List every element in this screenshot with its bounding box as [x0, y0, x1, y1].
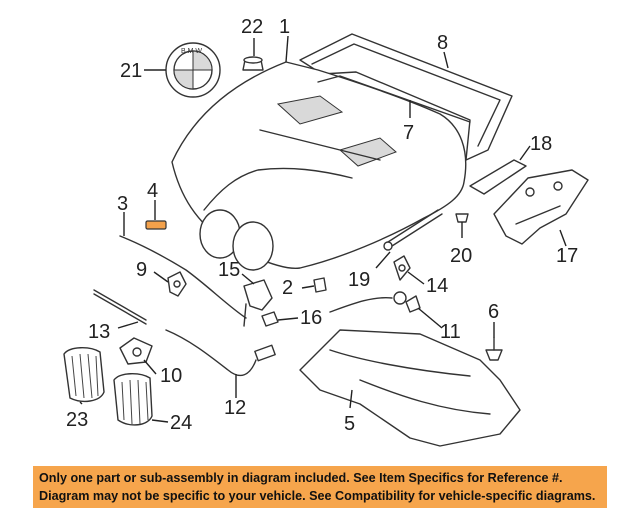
- part-cable-12: [165, 329, 276, 377]
- callout-18: 18: [530, 133, 552, 155]
- callout-11: 11: [440, 321, 461, 343]
- part-bracket-18: [469, 159, 527, 195]
- notice-line-2: Diagram may not be specific to your vehi…: [39, 489, 596, 503]
- part-sensor-11: [329, 291, 421, 313]
- callout-23: 23: [66, 409, 88, 431]
- callout-16: 16: [300, 307, 322, 329]
- part-grille-24: [113, 373, 153, 426]
- callout-22: 22: [241, 16, 263, 38]
- part-emblem-21: B M W: [165, 42, 221, 98]
- part-grommet-22: [242, 56, 264, 71]
- part-latch-10: [119, 337, 153, 365]
- callout-6: 6: [488, 301, 499, 323]
- callout-13: 13: [88, 321, 110, 343]
- part-grille-23: [63, 347, 105, 403]
- callout-20: 20: [450, 245, 472, 267]
- callout-21: 21: [120, 60, 142, 82]
- callout-15: 15: [218, 259, 240, 281]
- part-strut-19: [383, 209, 443, 251]
- part-clip-20: [455, 213, 469, 223]
- part-lock-15: [243, 279, 273, 327]
- notice-banner: Only one part or sub-assembly in diagram…: [33, 466, 607, 508]
- notice-line-1: Only one part or sub-assembly in diagram…: [39, 471, 563, 485]
- svg-text:B M W: B M W: [181, 48, 202, 55]
- callout-3: 3: [117, 193, 128, 215]
- callout-9: 9: [136, 259, 147, 281]
- part-switch-16: [261, 311, 279, 327]
- part-bumper-2: [313, 277, 327, 293]
- part-cable-3: [119, 235, 247, 319]
- part-clip-6: [485, 337, 503, 361]
- callout-5: 5: [344, 413, 355, 435]
- parts-diagram: B M W: [63, 16, 589, 447]
- callout-8: 8: [437, 32, 448, 54]
- callout-1: 1: [279, 16, 290, 38]
- callout-12: 12: [224, 397, 246, 419]
- callout-4: 4: [147, 180, 158, 202]
- part-cushion-4: [145, 220, 167, 230]
- callout-14: 14: [426, 275, 448, 297]
- leader-lines: [79, 35, 567, 423]
- callout-10: 10: [160, 365, 182, 387]
- callout-2: 2: [282, 277, 293, 299]
- part-seal-7: [317, 75, 471, 123]
- part-hood-1: [171, 61, 467, 271]
- part-insulation-5: [299, 329, 521, 447]
- part-hinge-17: [493, 169, 589, 245]
- callout-19: 19: [348, 269, 370, 291]
- callout-24: 24: [170, 412, 192, 434]
- part-latch-14: [393, 255, 411, 281]
- part-latch-9: [167, 271, 187, 297]
- callout-7: 7: [403, 122, 414, 144]
- part-strut-13: [93, 289, 147, 325]
- callout-17: 17: [556, 245, 578, 267]
